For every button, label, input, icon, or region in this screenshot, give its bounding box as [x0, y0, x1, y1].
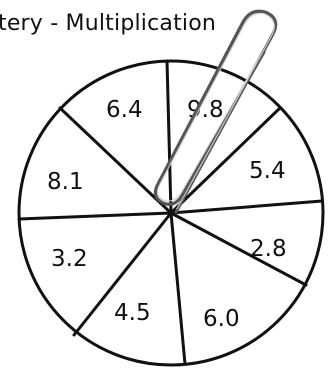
- spinner-section-label: 6.0: [203, 306, 240, 332]
- spinner-section-label: 2.8: [250, 236, 287, 262]
- worksheet-title: tery - Multiplication: [0, 11, 216, 36]
- spinner-section-label: 8.1: [47, 169, 84, 195]
- spinner-section-label: 5.4: [249, 158, 286, 184]
- spinner-section-label: 4.5: [114, 300, 151, 326]
- spinner-section-label: 3.2: [51, 246, 88, 272]
- spinner-wheel: 6.4 9.8 5.4 2.8 6.0 4.5 3.2 8.1: [19, 61, 323, 365]
- spinner-section-label: 6.4: [106, 97, 143, 123]
